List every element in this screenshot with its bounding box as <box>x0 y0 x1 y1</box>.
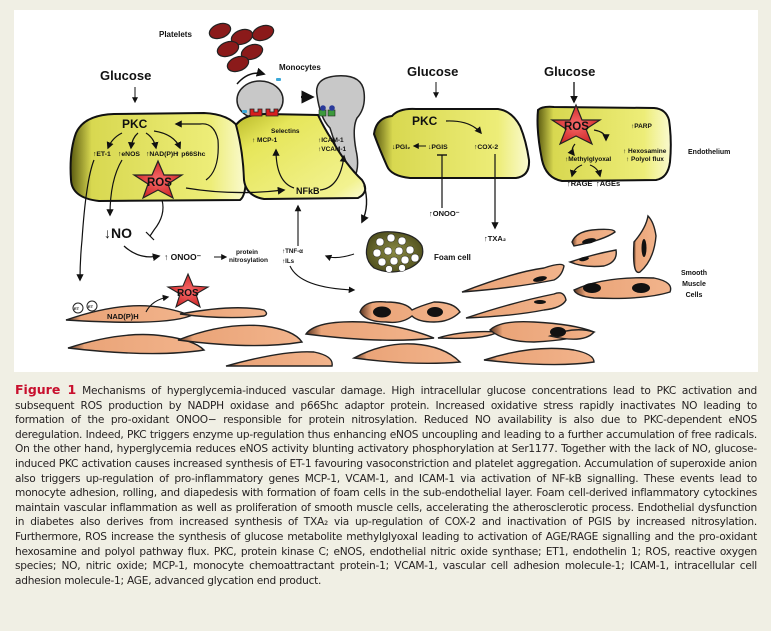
nfkb-label: NFkB <box>296 186 320 196</box>
platelets-label: Platelets <box>159 30 192 39</box>
et1-label: ↑ET-1 <box>93 151 111 158</box>
foam-to-cytokines-arrow <box>324 253 355 262</box>
pkc-label-1: PKC <box>122 117 148 131</box>
smc-12 <box>483 347 595 366</box>
smc-label-3: Cells <box>686 292 703 299</box>
endothelial-cell-4 <box>536 105 672 183</box>
pkc-to-cox2-arrow <box>445 120 482 135</box>
glucose-label-2: Glucose <box>407 64 458 79</box>
protein-label: protein <box>236 249 258 256</box>
enos-to-no-arrow <box>106 159 123 217</box>
smc-nuclei <box>373 238 650 337</box>
smc-label-2: Muscle <box>682 281 706 288</box>
methylglyoxal-label: ↑Methylglyoxal <box>565 156 611 163</box>
smc-8 <box>437 330 501 340</box>
arrow-pkc-et1 <box>106 132 123 150</box>
ros-inhibit-no <box>149 199 164 237</box>
smc-label-1: Smooth <box>681 270 707 277</box>
onoo2-label: ↑ONOO⁻ <box>429 209 460 218</box>
nfkb-to-mcp1-arrow <box>272 148 295 189</box>
smc-6 <box>304 321 435 341</box>
smc-14 <box>568 249 617 268</box>
cox2-label: ↑COX-2 <box>474 144 498 151</box>
endothelium-label: Endothelium <box>688 149 730 156</box>
no-label: ↓NO <box>104 225 132 241</box>
rolling-arrow <box>236 67 266 85</box>
icam1-label: ↑ICAM-1 <box>318 137 344 144</box>
methylglyoxal-to-rage-arrow <box>569 164 583 178</box>
nadph-label: ↑NAD(P)H <box>146 151 178 158</box>
vcam1-label: ↑VCAM-1 <box>318 146 347 153</box>
polyol-label: ↑ Polyol flux <box>626 156 664 163</box>
arrow-pkc-nadph <box>145 132 159 150</box>
smc-13 <box>571 228 616 247</box>
arrow-pkc-p66 <box>153 130 182 150</box>
no-to-onoo-arrow <box>123 245 161 262</box>
foam-cell-label: Foam cell <box>434 253 471 262</box>
ages-label: ↑AGEs <box>596 179 620 188</box>
nadph-to-ros-arrow <box>145 294 170 313</box>
pgi2-label: ↓PGI₂ <box>392 144 410 151</box>
smc-7 <box>351 343 462 365</box>
ils-label: ↑ILs <box>282 258 295 265</box>
endothelial-cell-2 <box>234 112 367 201</box>
arrow-pkc-enos <box>127 132 139 150</box>
txa2-label: ↑TXA₂ <box>484 234 506 243</box>
smc-3 <box>179 307 268 319</box>
nfkb-to-icam-arrow <box>319 154 347 191</box>
ros-to-methylglyoxal-arrow <box>567 143 576 157</box>
tnf-label: ↑TNF-α <box>282 248 303 255</box>
smc-4 <box>177 324 304 347</box>
foam-cell <box>365 231 424 273</box>
smc-9 <box>461 263 565 293</box>
pgis-label: ↓PGIS <box>428 144 448 151</box>
onoo-label: ↑ ONOO⁻ <box>164 252 202 262</box>
ros-label-1: ROS <box>147 177 172 189</box>
p66shc-label: ↑ p66Shc <box>176 151 206 158</box>
glucose-label-1: Glucose <box>100 68 151 83</box>
inhibit-bar <box>145 231 155 241</box>
ros-star-3: ROS <box>166 272 210 309</box>
et1-to-smc-arrow <box>76 159 95 282</box>
smc-16 <box>573 277 672 300</box>
monocyte-transmigrating <box>315 75 366 180</box>
smc-2 <box>67 333 206 355</box>
ros-to-nfkb-arrow <box>185 186 286 195</box>
selectins <box>249 105 336 117</box>
ros-to-hexosamine-arrow <box>593 129 610 142</box>
ros-label-3: ROS <box>177 288 199 299</box>
smc-1 <box>65 305 192 323</box>
mcp1-label: ↑ MCP-1 <box>252 137 278 144</box>
et-receptors: ET ET <box>72 300 98 314</box>
diagram: Platelets Monocytes Glucose Glucose Gluc… <box>65 22 730 367</box>
methylglyoxal-to-ages-arrow <box>589 164 603 178</box>
nitrosylation-label: nitrosylation <box>229 257 268 264</box>
figure-panel: Platelets Monocytes Glucose Glucose Gluc… <box>14 10 758 372</box>
rage-label: ↑RAGE <box>567 179 592 188</box>
ros-star-2: ROS <box>549 103 603 146</box>
selectins-label: Selectins <box>271 128 300 135</box>
smooth-muscle-cells <box>65 214 672 367</box>
smc-10 <box>465 292 567 319</box>
nadph-smc-label: NAD(P)H <box>107 312 139 321</box>
pkc-label-2: PKC <box>412 114 438 128</box>
platelets <box>208 22 275 73</box>
monocytes-label: Monocytes <box>279 63 321 72</box>
ros-star-1: ROS <box>131 159 185 200</box>
caption-text: Mechanisms of hyperglycemia-induced vasc… <box>15 385 757 587</box>
figure-label: Figure 1 <box>15 382 77 397</box>
hexosamine-label: ↑ Hexosamine <box>623 148 667 155</box>
ros-label-2: ROS <box>564 121 589 133</box>
endothelial-cell-3 <box>372 107 531 179</box>
smc-5 <box>225 351 333 367</box>
parp-label: ↑PARP <box>631 123 652 130</box>
cytokines-to-smc-arrow <box>289 265 356 294</box>
et-a-label: ET <box>74 306 80 311</box>
ros-feedback-arrow <box>174 120 219 181</box>
enos-label: ↑eNOS <box>118 151 140 158</box>
et-b-label: ET <box>88 304 94 309</box>
glucose-label-3: Glucose <box>544 64 595 79</box>
monocyte-to-foam-arrow <box>361 184 369 224</box>
